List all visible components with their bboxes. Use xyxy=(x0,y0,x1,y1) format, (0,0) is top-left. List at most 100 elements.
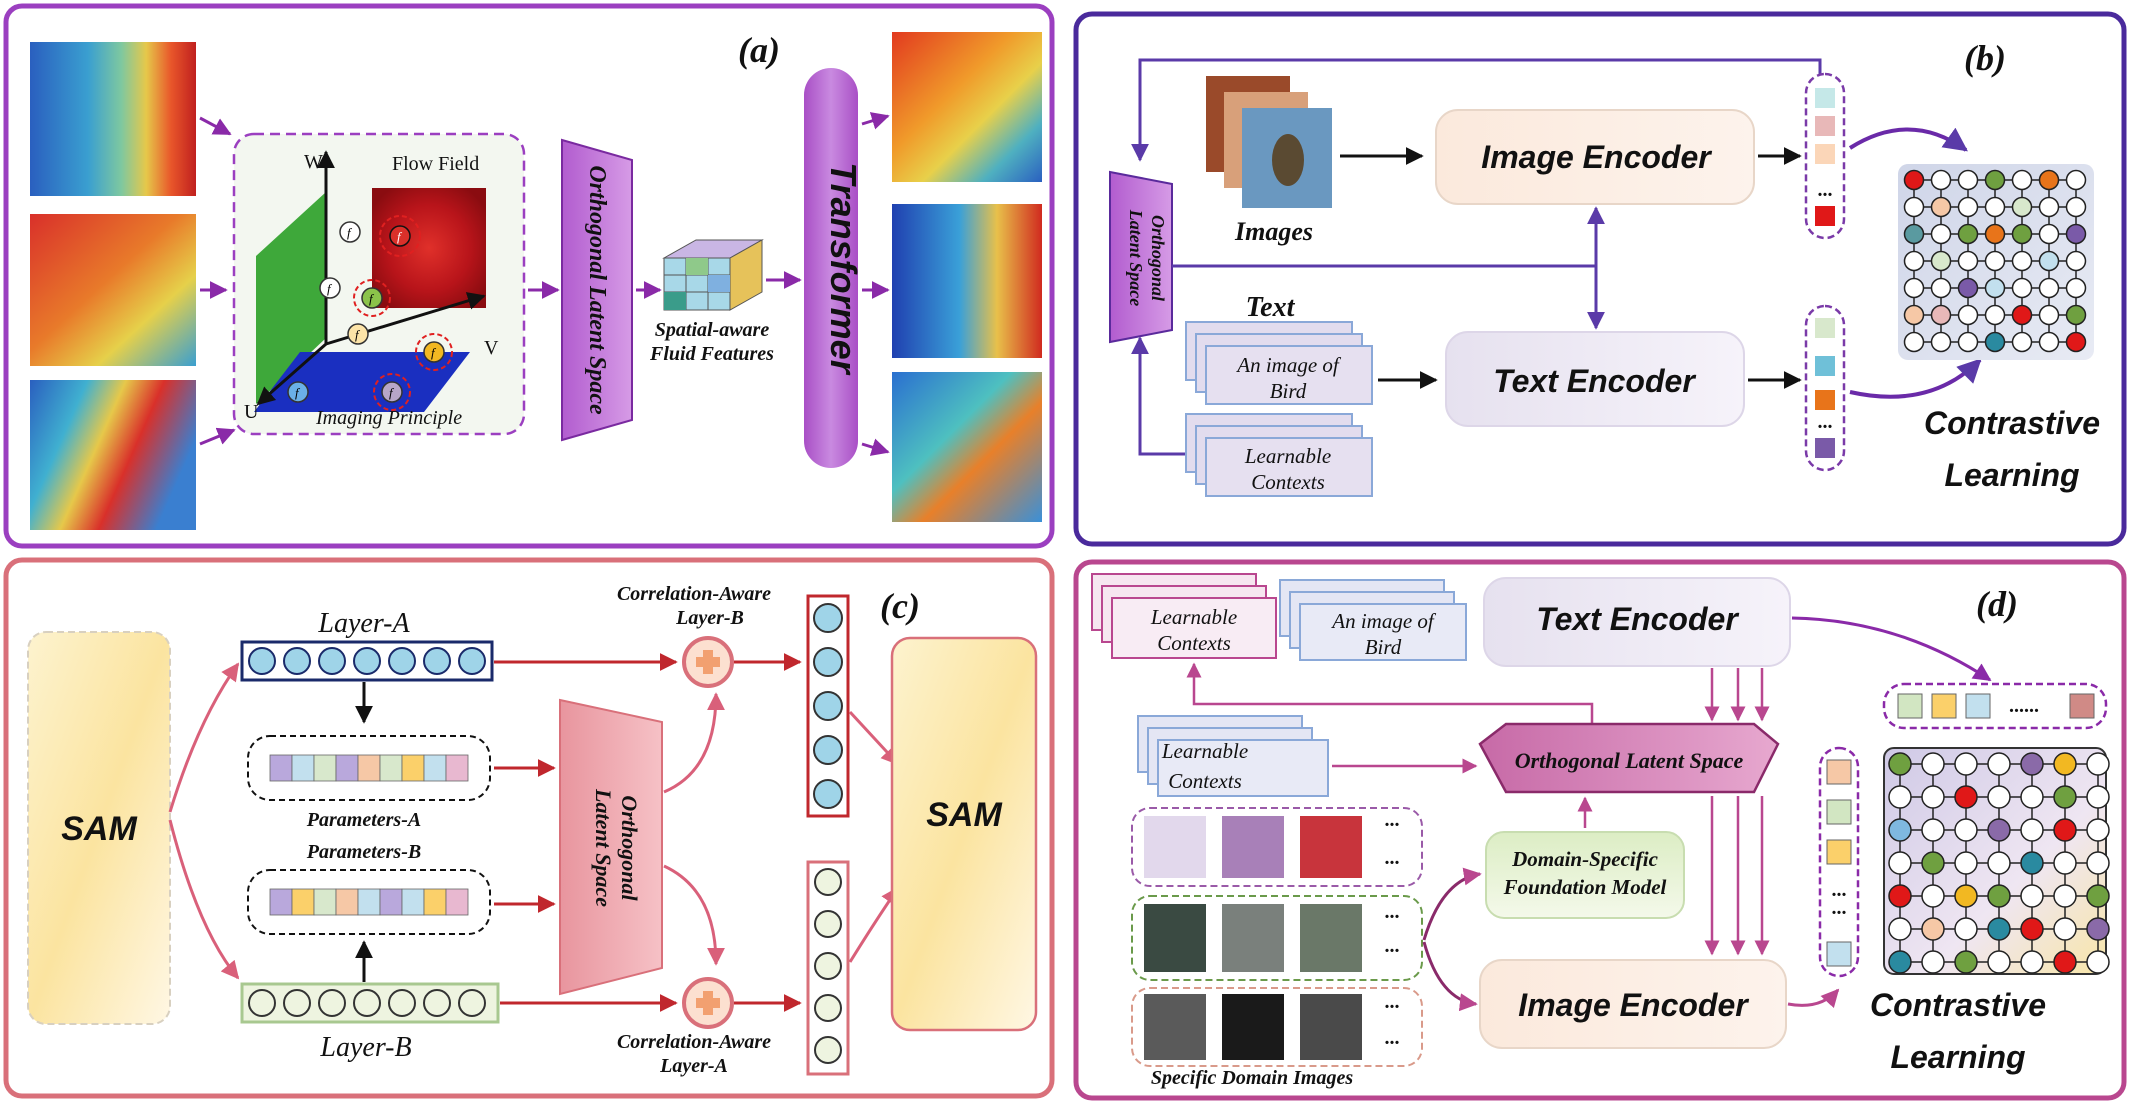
mri-img-2 xyxy=(1222,994,1284,1060)
aerial-img-2 xyxy=(1222,904,1284,972)
grid-node xyxy=(2065,331,2087,353)
contrastive-b-line1: Contrastive xyxy=(1924,405,2100,441)
text-feature-4 xyxy=(1815,438,1835,458)
text-encoder-d-label: Text Encoder xyxy=(1536,601,1739,637)
grid-node xyxy=(1888,950,1912,974)
d-card-bird-line1: An image of xyxy=(1330,609,1437,633)
output-flow-1 xyxy=(892,32,1042,182)
panel-c-frame xyxy=(3,557,1055,1099)
imaging-principle-label: Imaging Principle xyxy=(315,407,462,429)
image-encoder-d-label: Image Encoder xyxy=(1518,987,1749,1023)
grid-node xyxy=(1888,752,1912,776)
f-node-7: f xyxy=(287,381,309,403)
params-b-label: Parameters-B xyxy=(306,841,421,863)
neuron xyxy=(283,989,311,1017)
grid-node xyxy=(2020,851,2044,875)
blue-plane xyxy=(254,352,470,412)
grid-node xyxy=(2053,950,2077,974)
grid-node xyxy=(1954,884,1978,908)
grid-node xyxy=(2038,223,2060,245)
grid-node xyxy=(2086,785,2110,809)
grid-node xyxy=(1903,250,1925,272)
foundation-line2: Foundation Model xyxy=(1503,875,1667,899)
sam-left-label: SAM xyxy=(61,810,137,848)
grid-node xyxy=(2038,169,2060,191)
grid-node xyxy=(1930,304,1952,326)
grid-node xyxy=(2065,250,2087,272)
image-feature-ellipsis: ... xyxy=(1818,179,1833,201)
arrow-sam-to-layer-a xyxy=(168,662,240,813)
neuron xyxy=(813,603,843,633)
contrastive-d-line1: Contrastive xyxy=(1870,987,2046,1023)
text-encoder-d[interactable] xyxy=(1483,577,1791,667)
grid-node xyxy=(1954,950,1978,974)
grid-node xyxy=(2011,331,2033,353)
fluid-features-cube xyxy=(662,239,764,311)
neuron xyxy=(248,989,276,1017)
green-plane xyxy=(256,192,326,404)
svg-text:f: f xyxy=(431,345,437,360)
param-cell xyxy=(401,754,425,782)
layer-b-neurons xyxy=(248,989,486,1017)
aerial-ellipsis-2: ... xyxy=(1385,935,1400,957)
input-heatmap-2 xyxy=(30,214,196,366)
grid-node xyxy=(2011,250,2033,272)
neuron xyxy=(318,989,346,1017)
grid-node xyxy=(2053,785,2077,809)
transformer-block xyxy=(804,68,858,468)
arrow-output-3 xyxy=(861,438,890,456)
text-encoder-b[interactable] xyxy=(1445,331,1745,427)
grid-node xyxy=(1957,250,1979,272)
histology-ellipsis-1: ... xyxy=(1385,809,1400,831)
f-node-3: f xyxy=(361,287,383,309)
grid-node xyxy=(1921,785,1945,809)
grid-node xyxy=(2053,851,2077,875)
dashed-ring-6 xyxy=(373,373,411,411)
grid-node xyxy=(1903,169,1925,191)
grid-node xyxy=(1984,250,2006,272)
f-node-6: f xyxy=(381,381,403,403)
grid-node xyxy=(2053,884,2077,908)
d-card-bird xyxy=(1299,603,1467,661)
neuron xyxy=(388,989,416,1017)
d-card-learnable2 xyxy=(1157,739,1329,797)
contrastive-b-line2: Learning xyxy=(1944,457,2079,493)
grid-node xyxy=(2020,917,2044,941)
grid-node xyxy=(1957,304,1979,326)
param-cell xyxy=(335,754,359,782)
output-flow-3 xyxy=(892,372,1042,522)
grid-node xyxy=(1921,818,1945,842)
neuron xyxy=(318,647,346,675)
grid-node xyxy=(1921,950,1945,974)
latent-space-c-label-1: Orthogonal xyxy=(617,795,642,901)
grid-node xyxy=(1957,331,1979,353)
arrow-input-3 xyxy=(199,427,236,446)
contrastive-d-line2: Learning xyxy=(1890,1039,2025,1075)
grid-node xyxy=(2038,250,2060,272)
grid-node xyxy=(1888,917,1912,941)
grid-node xyxy=(2086,950,2110,974)
f-node-8: f xyxy=(389,225,411,247)
arrow-sam-to-layer-b xyxy=(168,819,240,980)
grid-node xyxy=(2038,304,2060,326)
neuron xyxy=(353,647,381,675)
image-encoder-d[interactable] xyxy=(1479,959,1787,1049)
grid-node xyxy=(1903,331,1925,353)
output-column-bottom-neurons xyxy=(814,868,842,1064)
features-label-1: Spatial-aware xyxy=(655,319,770,341)
grid-node xyxy=(2020,950,2044,974)
param-cell xyxy=(335,888,359,916)
neuron xyxy=(458,989,486,1017)
image-encoder-b[interactable] xyxy=(1435,109,1755,205)
arrow-input-1 xyxy=(199,116,232,136)
sam-right-block xyxy=(890,636,1038,1032)
panel-a: (a) W V U Flow Field Imaging Principle f… xyxy=(30,30,1042,530)
foundation-model[interactable] xyxy=(1485,831,1685,919)
grid-node xyxy=(1921,884,1945,908)
grid-node xyxy=(1984,169,2006,191)
f-node-2: f xyxy=(319,277,341,299)
d-text-feature-4 xyxy=(2069,693,2095,719)
grid-node xyxy=(2065,169,2087,191)
grid-node xyxy=(1984,304,2006,326)
neuron xyxy=(813,691,843,721)
